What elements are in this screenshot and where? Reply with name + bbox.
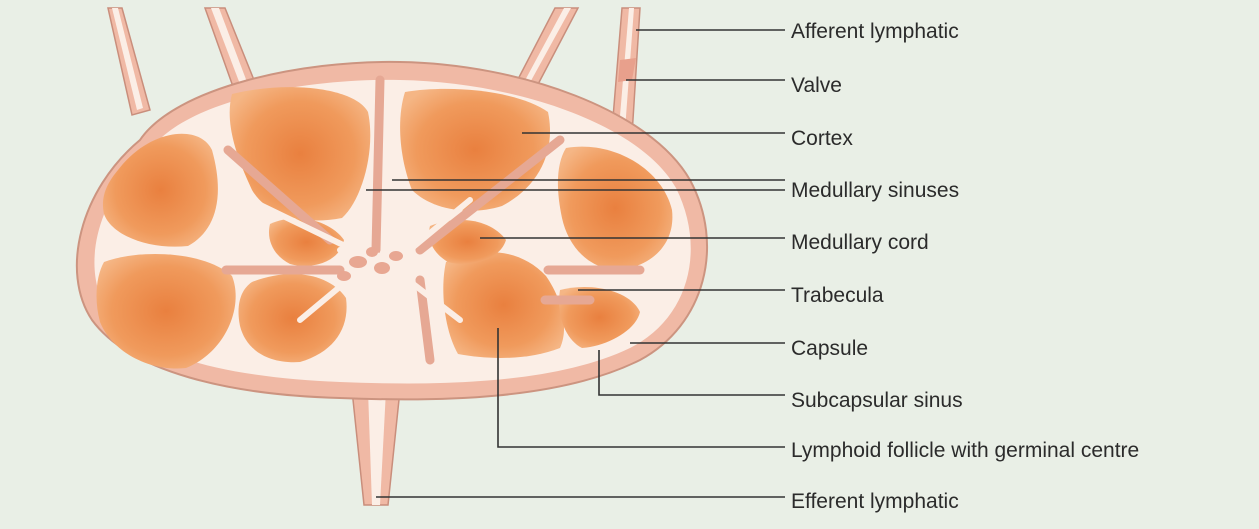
label-trabecula: Trabecula bbox=[791, 284, 884, 308]
efferent-lymphatic-vessel bbox=[352, 390, 400, 505]
label-lymphoid-follicle: Lymphoid follicle with germinal centre bbox=[791, 439, 1139, 463]
label-medullary-sinuses: Medullary sinuses bbox=[791, 179, 959, 203]
label-valve: Valve bbox=[791, 74, 842, 98]
label-capsule: Capsule bbox=[791, 337, 868, 361]
label-afferent-lymphatic: Afferent lymphatic bbox=[791, 20, 959, 44]
label-medullary-cord: Medullary cord bbox=[791, 231, 929, 255]
label-cortex: Cortex bbox=[791, 127, 853, 151]
label-efferent-lymphatic: Efferent lymphatic bbox=[791, 490, 959, 514]
label-subcapsular-sinus: Subcapsular sinus bbox=[791, 389, 963, 413]
